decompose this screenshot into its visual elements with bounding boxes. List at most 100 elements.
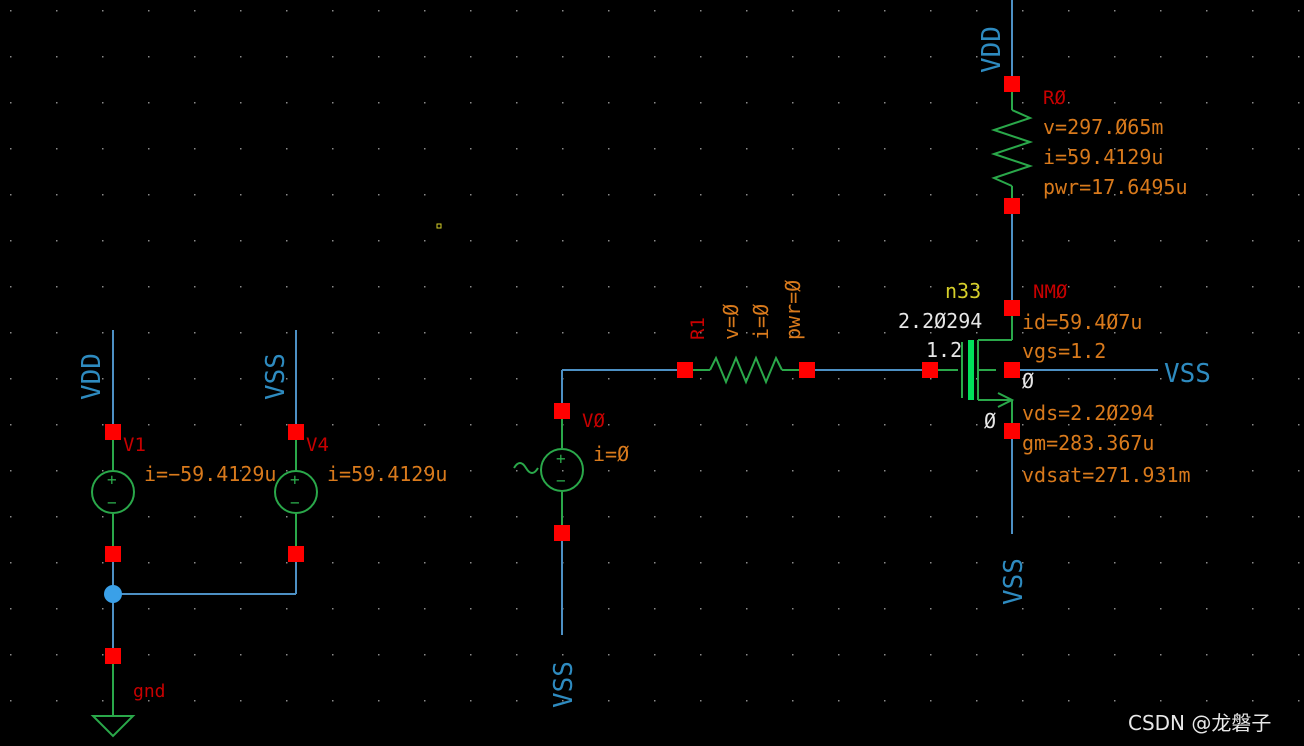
grid-dot: [976, 470, 978, 472]
grid-dot: [240, 286, 242, 288]
grid-dot: [792, 56, 794, 58]
grid-dot: [700, 286, 702, 288]
grid-dot: [148, 608, 150, 610]
grid-dot: [10, 102, 12, 104]
grid-dot: [56, 378, 58, 380]
grid-dot: [1114, 608, 1116, 610]
grid-dot: [56, 608, 58, 610]
grid-dot: [792, 562, 794, 564]
grid-dot: [148, 562, 150, 564]
grid-dot: [56, 194, 58, 196]
nm0-bulk-pin[interactable]: [1004, 362, 1020, 378]
grid-dot: [700, 332, 702, 334]
grid-dot: [56, 516, 58, 518]
grid-dot: [378, 516, 380, 518]
grid-dot: [10, 10, 12, 12]
grid-dot: [654, 608, 656, 610]
grid-dot: [10, 286, 12, 288]
svg-text:−: −: [107, 493, 117, 512]
v1-minus-pin[interactable]: [105, 546, 121, 562]
grid-dot: [1160, 470, 1162, 472]
r1-instance-name: R1: [687, 317, 709, 340]
grid-dot: [608, 240, 610, 242]
grid-dot: [838, 102, 840, 104]
nm0-source-pin[interactable]: [1004, 423, 1020, 439]
grid-dot: [286, 470, 288, 472]
grid-dot: [838, 332, 840, 334]
grid-dot: [424, 332, 426, 334]
grid-dot: [332, 286, 334, 288]
grid-dot: [608, 378, 610, 380]
v4-minus-pin[interactable]: [288, 546, 304, 562]
grid-dot: [654, 332, 656, 334]
grid-dot: [516, 424, 518, 426]
gnd-pin[interactable]: [105, 648, 121, 664]
grid-dot: [700, 148, 702, 150]
nm0-gate-pin[interactable]: [922, 362, 938, 378]
watermark: CSDN @龙磐子: [1128, 711, 1271, 735]
grid-dot: [1114, 424, 1116, 426]
grid-dot: [56, 286, 58, 288]
grid-dot: [1160, 700, 1162, 702]
grid-dot: [976, 56, 978, 58]
svg-text:+: +: [290, 470, 300, 489]
grid-dot: [1252, 470, 1254, 472]
grid-dot: [332, 700, 334, 702]
grid-dot: [976, 240, 978, 242]
r0-power-annotation: pwr=17.6495u: [1043, 175, 1188, 199]
grid-dot: [1252, 424, 1254, 426]
grid-dot: [884, 240, 886, 242]
grid-dot: [332, 608, 334, 610]
v0-plus-pin[interactable]: [554, 403, 570, 419]
grid-dot: [56, 102, 58, 104]
grid-dot: [746, 286, 748, 288]
grid-dot: [148, 654, 150, 656]
grid-dot: [1022, 194, 1024, 196]
grid-dot: [930, 470, 932, 472]
grid-dot: [332, 194, 334, 196]
grid-dot: [378, 240, 380, 242]
grid-dot: [1022, 102, 1024, 104]
grid-dot: [516, 332, 518, 334]
grid-dot: [378, 194, 380, 196]
grid-dot: [194, 608, 196, 610]
grid-dot: [1160, 654, 1162, 656]
grid-dot: [884, 102, 886, 104]
grid-dot: [700, 102, 702, 104]
grid-dot: [516, 562, 518, 564]
r1-left-pin[interactable]: [677, 362, 693, 378]
selection-marker: [436, 223, 442, 229]
grid-dot: [332, 470, 334, 472]
r0-bottom-pin[interactable]: [1004, 198, 1020, 214]
v1-current-annotation: i=−59.4129u: [144, 462, 276, 486]
grid-dot: [470, 700, 472, 702]
grid-dot: [1298, 332, 1300, 334]
v4-plus-pin[interactable]: [288, 424, 304, 440]
nm0-drain-pin[interactable]: [1004, 300, 1020, 316]
grid-dot: [608, 56, 610, 58]
grid-dot: [1068, 286, 1070, 288]
grid-dot: [378, 102, 380, 104]
grid-dot: [286, 240, 288, 242]
grid-dot: [792, 10, 794, 12]
grid-dot: [1252, 286, 1254, 288]
v0-minus-pin[interactable]: [554, 525, 570, 541]
grid-dot: [792, 194, 794, 196]
r1-right-pin[interactable]: [799, 362, 815, 378]
grid-dot: [1068, 562, 1070, 564]
grid-dot: [1068, 516, 1070, 518]
grid-dot: [332, 654, 334, 656]
grid-dot: [378, 424, 380, 426]
grid-dot: [1206, 240, 1208, 242]
grid-dot: [1160, 56, 1162, 58]
grid-dot: [1298, 240, 1300, 242]
grid-dot: [1298, 56, 1300, 58]
grid-dot: [240, 424, 242, 426]
grid-dot: [194, 700, 196, 702]
grid-dot: [240, 470, 242, 472]
r0-top-pin[interactable]: [1004, 76, 1020, 92]
grid-dot: [470, 56, 472, 58]
v1-plus-pin[interactable]: [105, 424, 121, 440]
grid-dot: [332, 516, 334, 518]
